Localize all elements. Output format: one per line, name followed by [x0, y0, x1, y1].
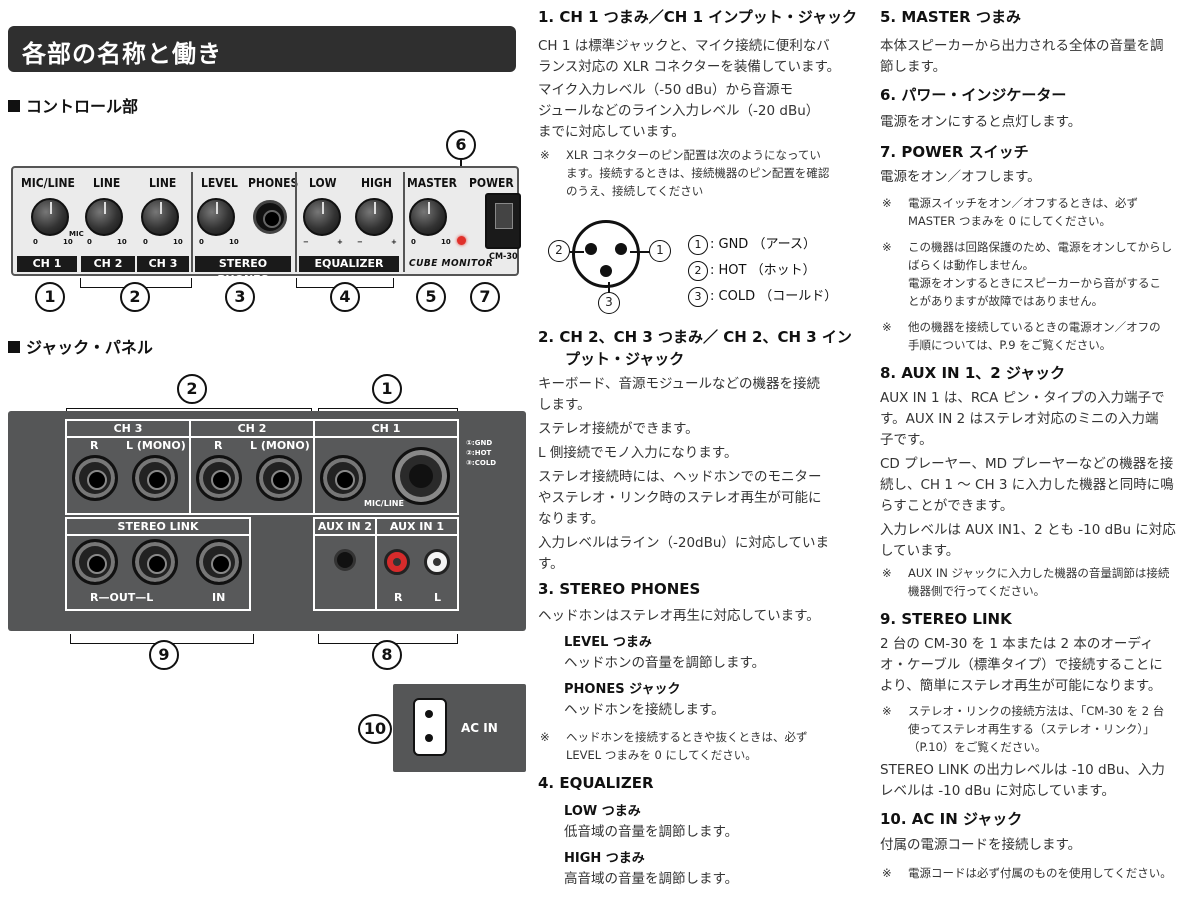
label-high: HIGH	[361, 176, 392, 190]
section-7-title: 7. POWER スイッチ	[880, 143, 1029, 161]
section-8-text: AUX IN 1 は、RCA ピン・タイプの入力端子で す。AUX IN 2 は…	[880, 390, 1176, 559]
ch1-line-jack[interactable]	[320, 455, 366, 501]
section-9-text: 2 台の CM-30 を 1 本または 2 本のオーディ オ・ケーブル（標準タイ…	[880, 636, 1163, 694]
section-9-text-2: STEREO LINK の出力レベルは -10 dBu、入力 レベルは -10 …	[880, 762, 1165, 799]
label-low: LOW	[309, 176, 337, 190]
ch2-knob[interactable]	[85, 198, 123, 236]
callout-3: 3	[225, 282, 255, 312]
phones-jack[interactable]	[253, 200, 287, 234]
low-knob-heading: LOW つまみ	[564, 804, 641, 819]
high-knob-text: 高音域の音量を調節します。	[564, 871, 739, 887]
section-8-title: 8. AUX IN 1、2 ジャック	[880, 364, 1066, 382]
ac-inlet[interactable]	[413, 698, 447, 756]
aux-in1-r-jack[interactable]	[384, 549, 410, 575]
section-3-text: ヘッドホンはステレオ再生に対応しています。	[538, 608, 820, 624]
ch3-r-jack[interactable]	[72, 455, 118, 501]
ac-in-panel: AC IN	[393, 684, 526, 772]
jack-section-heading: ジャック・パネル	[8, 334, 153, 358]
low-knob[interactable]	[303, 198, 341, 236]
callout-9: 9	[149, 640, 179, 670]
ac-in-label: AC IN	[461, 721, 498, 735]
pin-legend: 1: GND （アース） 2: HOT （ホット） 3: COLD （コールド）	[688, 232, 837, 310]
callout-7: 7	[470, 282, 500, 312]
ch1-xlr-connector[interactable]	[392, 447, 450, 505]
low-knob-text: 低音域の音量を調節します。	[564, 824, 739, 840]
callout-8: 8	[372, 640, 402, 670]
brand-logo: CUBE MONITOR	[409, 258, 494, 269]
ch3-bar: CH 3	[137, 256, 189, 272]
pin-1-marker: 1	[649, 240, 671, 262]
label-master: MASTER	[407, 176, 457, 190]
stereo-link-out-l-jack[interactable]	[132, 539, 178, 585]
callout-2-jack: 2	[177, 374, 207, 404]
section-6-title: 6. パワー・インジケーター	[880, 86, 1067, 104]
ch1-knob[interactable]	[31, 198, 69, 236]
control-panel-illustration: MIC/LINE LINE LINE LEVEL PHONES LOW HIGH…	[11, 166, 521, 286]
callout-6: 6	[446, 130, 476, 160]
section-5-text: 本体スピーカーから出力される全体の音量を調 節します。	[880, 38, 1164, 75]
section-3-title: 3. STEREO PHONES	[538, 580, 701, 598]
master-knob[interactable]	[409, 198, 447, 236]
equalizer-bar: EQUALIZER	[299, 256, 399, 272]
section-5-title: 5. MASTER つまみ	[880, 8, 1021, 26]
page-title: 各部の名称と働き	[22, 40, 222, 68]
power-switch[interactable]	[485, 193, 521, 249]
stereo-link-out-r-jack[interactable]	[72, 539, 118, 585]
section-6-text: 電源をオンにすると点灯します。	[880, 114, 1082, 130]
section-4-title: 4. EQUALIZER	[538, 774, 654, 792]
section-1-text: CH 1 は標準ジャックと、マイク接続に便利なバ ランス対応の XLR コネクタ…	[538, 38, 841, 75]
callout-2: 2	[120, 282, 150, 312]
callout-5: 5	[416, 282, 446, 312]
section-10-title: 10. AC IN ジャック	[880, 810, 1023, 828]
section-1-text-2: マイク入力レベル（-50 dBu）から音源モ ジュールなどのライン入力レベル（-…	[538, 82, 820, 140]
label-level: LEVEL	[201, 176, 238, 190]
level-knob-heading: LEVEL つまみ	[564, 635, 652, 650]
ch1-bar: CH 1	[17, 256, 77, 272]
jack-panel-illustration: CH 3 CH 2 CH 1 R L (MONO) R L (MONO) MIC…	[8, 411, 526, 631]
aux-in1-l-jack[interactable]	[424, 549, 450, 575]
section-9-title: 9. STEREO LINK	[880, 610, 1012, 628]
ch2-l-mono-jack[interactable]	[256, 455, 302, 501]
ch3-l-mono-jack[interactable]	[132, 455, 178, 501]
label-mic-line: MIC/LINE	[21, 176, 75, 190]
high-knob[interactable]	[355, 198, 393, 236]
square-bullet-icon	[8, 341, 20, 353]
ch2-r-jack[interactable]	[196, 455, 242, 501]
label-line-ch3: LINE	[149, 176, 177, 190]
label-line-ch2: LINE	[93, 176, 121, 190]
stereo-link-in-jack[interactable]	[196, 539, 242, 585]
pin-3-marker: 3	[598, 292, 620, 314]
aux-in2-mini-jack[interactable]	[334, 549, 356, 571]
callout-1: 1	[35, 282, 65, 312]
callout-4: 4	[330, 282, 360, 312]
section-10-text: 付属の電源コードを接続します。	[880, 837, 1082, 853]
label-power: POWER	[469, 176, 514, 190]
xlr-pin-diagram	[572, 220, 640, 288]
callout-1-jack: 1	[372, 374, 402, 404]
power-indicator-led	[457, 236, 466, 245]
section-2-title: 2. CH 2、CH 3 つまみ／ CH 2、CH 3 イン プット・ジャック	[538, 328, 852, 368]
control-section-heading: コントロール部	[8, 93, 138, 117]
pin-2-marker: 2	[548, 240, 570, 262]
high-knob-heading: HIGH つまみ	[564, 851, 645, 866]
label-phones: PHONES	[248, 176, 299, 190]
page-title-bar: 各部の名称と働き	[8, 26, 516, 72]
level-knob-text: ヘッドホンの音量を調節します。	[564, 655, 766, 671]
ch3-knob[interactable]	[141, 198, 179, 236]
stereo-phones-bar: STEREO PHONES	[195, 256, 291, 286]
phones-jack-heading: PHONES ジャック	[564, 682, 681, 697]
phones-jack-text: ヘッドホンを接続します。	[564, 702, 725, 718]
level-knob[interactable]	[197, 198, 235, 236]
section-7-text: 電源をオン／オフします。	[880, 169, 1041, 185]
section-1-title: 1. CH 1 つまみ／CH 1 インプット・ジャック	[538, 8, 858, 26]
square-bullet-icon	[8, 100, 20, 112]
section-2-text: キーボード、音源モジュールなどの機器を接続 します。 ステレオ接続ができます。 …	[538, 376, 830, 572]
callout-10: 10	[358, 714, 392, 744]
model-name: CM-30	[489, 252, 518, 262]
ch2-bar: CH 2	[81, 256, 135, 272]
